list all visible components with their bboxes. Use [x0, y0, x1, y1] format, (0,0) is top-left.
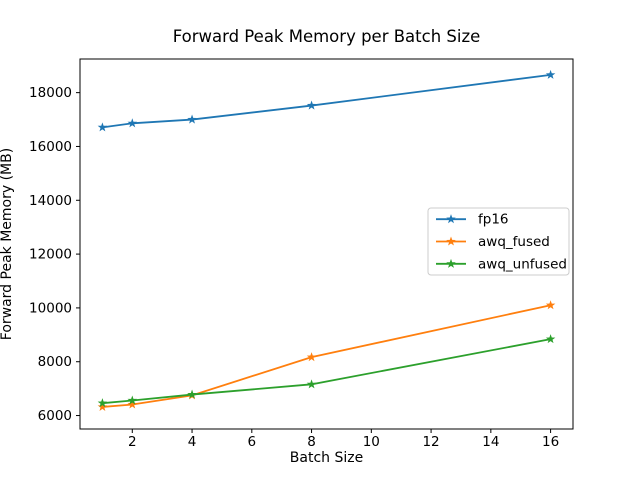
x-tick-label: 10 — [363, 434, 380, 450]
data-point-marker-fp16 — [97, 122, 108, 132]
legend-label-awq_fused: awq_fused — [478, 234, 550, 250]
x-tick-label: 16 — [542, 434, 559, 450]
x-axis-label: Batch Size — [289, 450, 364, 466]
data-point-marker-awq_unfused — [306, 379, 317, 389]
y-tick-label: 6000 — [38, 408, 72, 424]
x-tick-label: 2 — [128, 434, 137, 450]
plot-area — [79, 58, 574, 430]
legend-sample-marker-awq_fused — [446, 236, 456, 246]
legend-label-fp16: fp16 — [478, 212, 509, 228]
legend-sample-marker-fp16 — [446, 214, 456, 224]
legend-sample-marker-awq_unfused — [446, 258, 456, 268]
y-tick-label: 14000 — [29, 193, 72, 209]
y-tick-label: 10000 — [29, 300, 72, 316]
x-tick-label: 12 — [422, 434, 439, 450]
data-point-marker-awq_unfused — [127, 395, 138, 405]
data-point-marker-awq_unfused — [187, 389, 197, 399]
x-tick-label: 14 — [482, 434, 499, 450]
data-point-marker-awq_unfused — [97, 398, 108, 408]
y-tick-label: 18000 — [29, 85, 72, 101]
data-point-marker-fp16 — [545, 69, 556, 79]
series-line-fp16 — [101, 73, 552, 129]
data-point-marker-awq_fused — [545, 300, 556, 310]
data-point-marker-fp16 — [187, 114, 197, 124]
chart-title: Forward Peak Memory per Batch Size — [172, 27, 481, 46]
series-line-awq_unfused — [101, 338, 552, 405]
data-point-marker-awq_fused — [306, 352, 317, 362]
data-point-marker-awq_fused — [127, 399, 138, 409]
data-point-marker-awq_unfused — [545, 334, 556, 344]
x-tick-label: 4 — [188, 434, 197, 450]
x-tick-label: 8 — [307, 434, 316, 450]
y-axis-label: Forward Peak Memory (MB) — [0, 147, 15, 341]
x-tick-label: 6 — [248, 434, 257, 450]
legend-box — [427, 207, 570, 276]
series-line-awq_fused — [101, 304, 552, 408]
y-tick-label: 12000 — [29, 247, 72, 263]
y-tick-label: 16000 — [29, 139, 72, 155]
data-point-marker-fp16 — [306, 100, 317, 110]
legend-label-awq_unfused: awq_unfused — [478, 256, 567, 272]
data-point-marker-fp16 — [127, 118, 138, 128]
data-point-marker-awq_fused — [97, 401, 108, 411]
y-tick-label: 8000 — [38, 354, 72, 370]
